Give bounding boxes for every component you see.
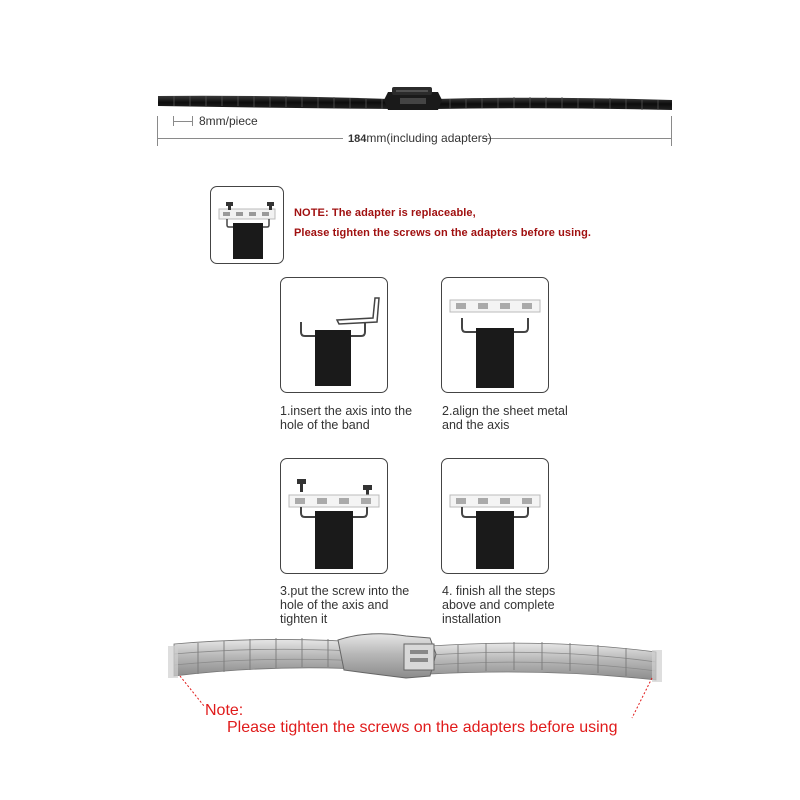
bottom-note-text: Please tighten the screws on the adapter… (227, 719, 618, 736)
adapter-icon (218, 202, 276, 259)
step-1-label: 1.insert the axis into the hole of the b… (280, 404, 412, 432)
length-line-right (482, 138, 672, 139)
step-1-label-line-2: hole of the band (280, 418, 370, 432)
piece-dimension-line (173, 121, 193, 122)
installation-complete-icon (449, 494, 541, 569)
step-4-label: 4. finish all the steps above and comple… (442, 584, 555, 626)
note-pointer-lines (179, 675, 653, 719)
step-3-illustration (280, 458, 388, 574)
step-1-label-line-1: 1.insert the axis into the (280, 404, 413, 418)
step-4-label-line-2: above and complete (442, 598, 555, 612)
silver-watch-band-image (168, 633, 662, 682)
length-tick-right (671, 116, 672, 146)
length-unit-text: mm(including adapters) (366, 131, 492, 145)
step-3-label: 3.put the screw into the hole of the axi… (280, 584, 409, 626)
step-4-illustration (441, 458, 549, 574)
piece-dimension-label: 8mm/piece (199, 114, 258, 128)
align-sheet-metal-icon (449, 299, 541, 388)
adapter-note-line-2: Please tighten the screws on the adapter… (294, 227, 592, 239)
step-3-label-line-1: 3.put the screw into the (280, 584, 410, 598)
insert-axis-icon (300, 297, 380, 386)
step-1-illustration (280, 277, 388, 393)
tighten-screw-icon (288, 479, 380, 569)
step-4-label-line-3: installation (442, 612, 502, 626)
step-3-label-line-2: hole of the axis and (280, 598, 389, 612)
length-tick-left (157, 116, 158, 146)
black-watch-band-image (158, 87, 672, 110)
step-4-label-line-1: 4. finish all the steps (442, 584, 556, 598)
length-value: 184 (348, 133, 367, 145)
step-3-label-line-3: tighten it (280, 612, 328, 626)
adapter-note-line-1: NOTE: The adapter is replaceable, (294, 207, 476, 219)
step-2-illustration (441, 277, 549, 393)
length-dimension-label: 184mm(including adapters) (348, 131, 492, 145)
step-2-label: 2.align the sheet metal and the axis (442, 404, 568, 432)
length-line-left (157, 138, 343, 139)
step-2-label-line-1: 2.align the sheet metal (442, 404, 568, 418)
step-2-label-line-2: and the axis (442, 418, 510, 432)
adapter-thumbnail (210, 186, 284, 264)
bottom-note-title: Note: (205, 702, 244, 719)
